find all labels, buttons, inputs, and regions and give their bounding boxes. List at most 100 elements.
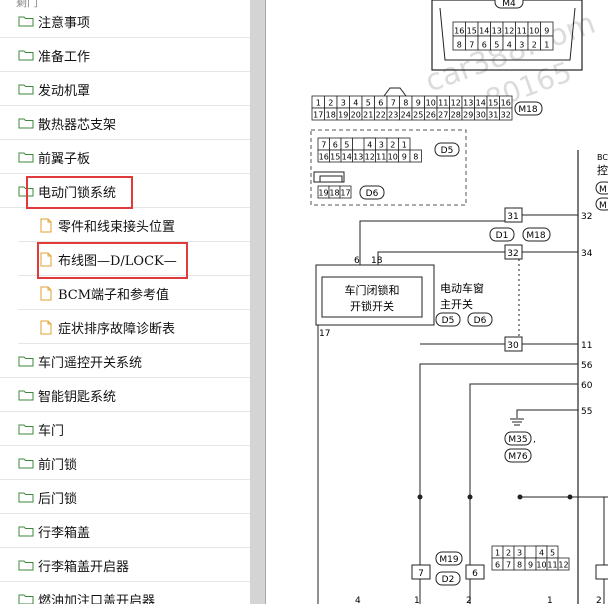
m18-pin-number: 4 xyxy=(353,99,358,108)
tree-item-14[interactable]: 后门锁 xyxy=(0,480,250,514)
m18-pin-number: 25 xyxy=(413,111,423,120)
pin-30-label: 30 xyxy=(507,341,519,351)
d6-ref-tag xyxy=(467,312,493,327)
m18-pin-number: 30 xyxy=(476,111,486,120)
top-connector-pin-number: 12 xyxy=(504,27,514,36)
m18-key xyxy=(383,87,407,97)
bottom-connector-pin-number: 11 xyxy=(547,561,557,570)
m35-tag xyxy=(504,431,532,446)
m35-label: M35 xyxy=(508,435,527,445)
top-connector-pin-number: 2 xyxy=(532,41,537,50)
tree-item-label: BCM端子和参考值 xyxy=(58,287,170,303)
bcm-partial-label: BC xyxy=(597,153,608,162)
pin-box-right xyxy=(595,564,608,580)
pin-box-30 xyxy=(504,336,523,352)
tree-item-4[interactable]: 前翼子板 xyxy=(0,140,250,174)
pin-7-label: 7 xyxy=(418,569,424,579)
wire-60 xyxy=(469,383,578,604)
tree-row-separator xyxy=(0,411,250,412)
wire-55 xyxy=(516,409,578,418)
switch-line-1: 车门闭锁和 xyxy=(345,283,400,297)
bcm-partial-tag-label-2: M xyxy=(599,201,607,211)
pin-17-label: 17 xyxy=(319,329,330,339)
top-connector-pin-number: 4 xyxy=(507,41,512,50)
folder-icon xyxy=(18,84,34,95)
tree-item-label: 行李箱盖 xyxy=(38,525,91,541)
tree-item-17[interactable]: 燃油加注口盖开启器 xyxy=(18,582,230,604)
folder-icon xyxy=(18,526,34,537)
document-icon xyxy=(40,252,52,266)
d5-pin-number: 9 xyxy=(402,153,407,162)
pin-bottom-2b: 2 xyxy=(596,596,602,604)
tree-item-8[interactable]: BCM端子和参考值 xyxy=(18,276,250,310)
splitter-handle[interactable] xyxy=(250,0,266,604)
tree-item-label: 燃油加注口盖开启器 xyxy=(38,593,156,604)
m18-pin-number: 13 xyxy=(463,99,473,108)
m18-pin-number: 16 xyxy=(501,99,511,108)
d5-pin-number: 4 xyxy=(367,141,372,150)
tree-item-0[interactable]: 注意事项 xyxy=(0,4,250,38)
tree-item-16[interactable]: 行李箱盖开启器 xyxy=(0,548,250,582)
tree-item-7[interactable]: 布线图—D/LOCK— xyxy=(18,242,250,276)
m18-pin-number: 12 xyxy=(451,99,461,108)
tree-item-11[interactable]: 智能钥匙系统 xyxy=(0,378,250,412)
d1-label: D1 xyxy=(496,231,509,241)
d5-pin-number: 3 xyxy=(379,141,384,150)
tree-row-separator xyxy=(18,241,250,242)
pin-32b-label: 32 xyxy=(507,249,518,259)
m18-pin-number: 27 xyxy=(438,111,448,120)
tree-item-13[interactable]: 前门锁 xyxy=(0,446,250,480)
bottom-connector-pin-number: 9 xyxy=(528,561,533,570)
tree-item-15[interactable]: 行李箱盖 xyxy=(0,514,250,548)
d5-ref-label: D5 xyxy=(442,316,455,326)
tree-row-separator xyxy=(18,343,250,344)
junction-dot xyxy=(417,494,423,500)
tree-item-label: 注意事项 xyxy=(38,15,91,31)
d5-pin-number: 16 xyxy=(319,153,329,162)
tree-item-2[interactable]: 发动机罩 xyxy=(0,72,250,106)
document-icon xyxy=(40,320,52,334)
highlight-box-document xyxy=(37,242,188,279)
bottom-connector-pin-number: 10 xyxy=(536,561,546,570)
top-connector-pin-number: 9 xyxy=(544,27,549,36)
folder-icon xyxy=(18,118,34,129)
d1-tag xyxy=(489,227,515,242)
window-line-1: 电动车窗 xyxy=(440,281,484,295)
tree-item-1[interactable]: 准备工作 xyxy=(0,38,250,72)
tree-item-3[interactable]: 散热器芯支架 xyxy=(0,106,250,140)
m18-pin-number: 32 xyxy=(501,111,511,120)
d5-tag-label: D5 xyxy=(441,146,454,156)
wire-switch-18 xyxy=(377,251,505,265)
switch-line-2: 开锁开关 xyxy=(350,299,394,313)
m18-pin-number: 9 xyxy=(416,99,421,108)
m19-tag xyxy=(435,551,463,566)
pin-6-label: 6 xyxy=(354,256,360,266)
m18-ref-label: M18 xyxy=(526,231,545,241)
d6-tag xyxy=(359,185,385,200)
pin-55-label: 55 xyxy=(581,407,592,417)
d5-pin-number: 10 xyxy=(388,153,398,162)
top-connector-pin-number: 15 xyxy=(467,27,477,36)
m18-ref-tag xyxy=(522,227,551,242)
pin-box-32 xyxy=(504,244,523,260)
tree-item-10[interactable]: 车门遥控开关系统 xyxy=(0,344,250,378)
d2-label: D2 xyxy=(442,575,455,585)
m35-comma: , xyxy=(533,435,536,445)
tree-item-6[interactable]: 零件和线束接头位置 xyxy=(18,208,250,242)
bottom-connector-pin-number: 4 xyxy=(539,549,544,558)
bottom-connector-pin-number: 7 xyxy=(506,561,511,570)
junction-dot xyxy=(467,494,473,500)
top-connector-pin-number: 1 xyxy=(544,41,549,50)
pin-32-label: 32 xyxy=(581,212,592,222)
pin-box-31 xyxy=(504,207,523,223)
folder-icon xyxy=(18,50,34,61)
tree-row-separator xyxy=(18,309,250,310)
bottom-connector-pin-number: 8 xyxy=(517,561,522,570)
tree-item-12[interactable]: 车门 xyxy=(0,412,250,446)
m18-tag-label: M18 xyxy=(518,105,537,115)
d5-pin-number: 8 xyxy=(413,153,418,162)
tree-item-9[interactable]: 症状排序故障诊断表 xyxy=(18,310,250,344)
tree-row-separator xyxy=(0,547,250,548)
